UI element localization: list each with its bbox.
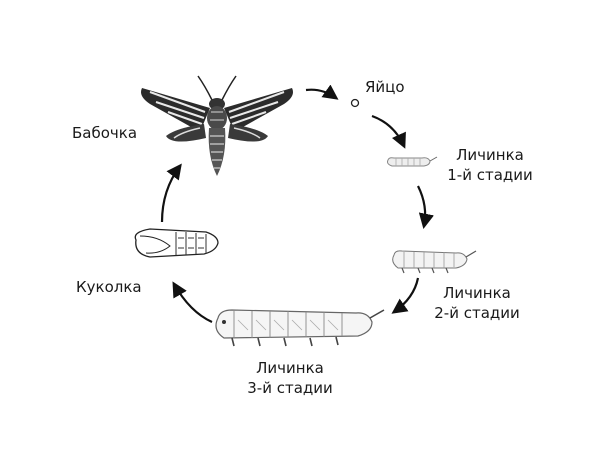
larva-stage1-label-line1: Личинка — [456, 146, 524, 164]
arrow-larva2-to-larva3 — [391, 277, 420, 314]
larva-stage1-label: Личинка 1-й стадии — [430, 145, 550, 185]
egg-label: Яйцо — [365, 78, 405, 96]
larva-stage2-label-line1: Личинка — [443, 284, 511, 302]
egg-illustration — [350, 98, 360, 108]
butterfly-label: Бабочка — [72, 124, 138, 142]
arrow-pupa-to-moth — [160, 163, 182, 223]
arrow-larva1-to-larva2 — [417, 185, 434, 230]
larva-stage2-label-line2: 2-й стадии — [434, 304, 520, 322]
pupa-label: Куколка — [76, 278, 142, 296]
larva-stage3-illustration — [215, 309, 385, 347]
larva-stage2-illustration — [392, 250, 477, 274]
pupa-illustration — [134, 228, 219, 258]
arrow-larva3-to-pupa — [172, 281, 213, 324]
cycle-arrows — [160, 84, 434, 324]
arrow-egg-to-larva1 — [371, 114, 406, 149]
moth-illustration — [141, 75, 293, 176]
larva-stage1-label-line2: 1-й стадии — [447, 166, 533, 184]
larva-stage3-label-line2: 3-й стадии — [247, 379, 333, 397]
larva-stage2-label: Личинка 2-й стадии — [417, 283, 537, 323]
larva-stage3-label-line1: Личинка — [256, 359, 324, 377]
arrow-moth-to-egg — [305, 84, 339, 100]
larva-stage1-illustration — [387, 156, 438, 167]
larva-stage3-label: Личинка 3-й стадии — [230, 358, 350, 398]
